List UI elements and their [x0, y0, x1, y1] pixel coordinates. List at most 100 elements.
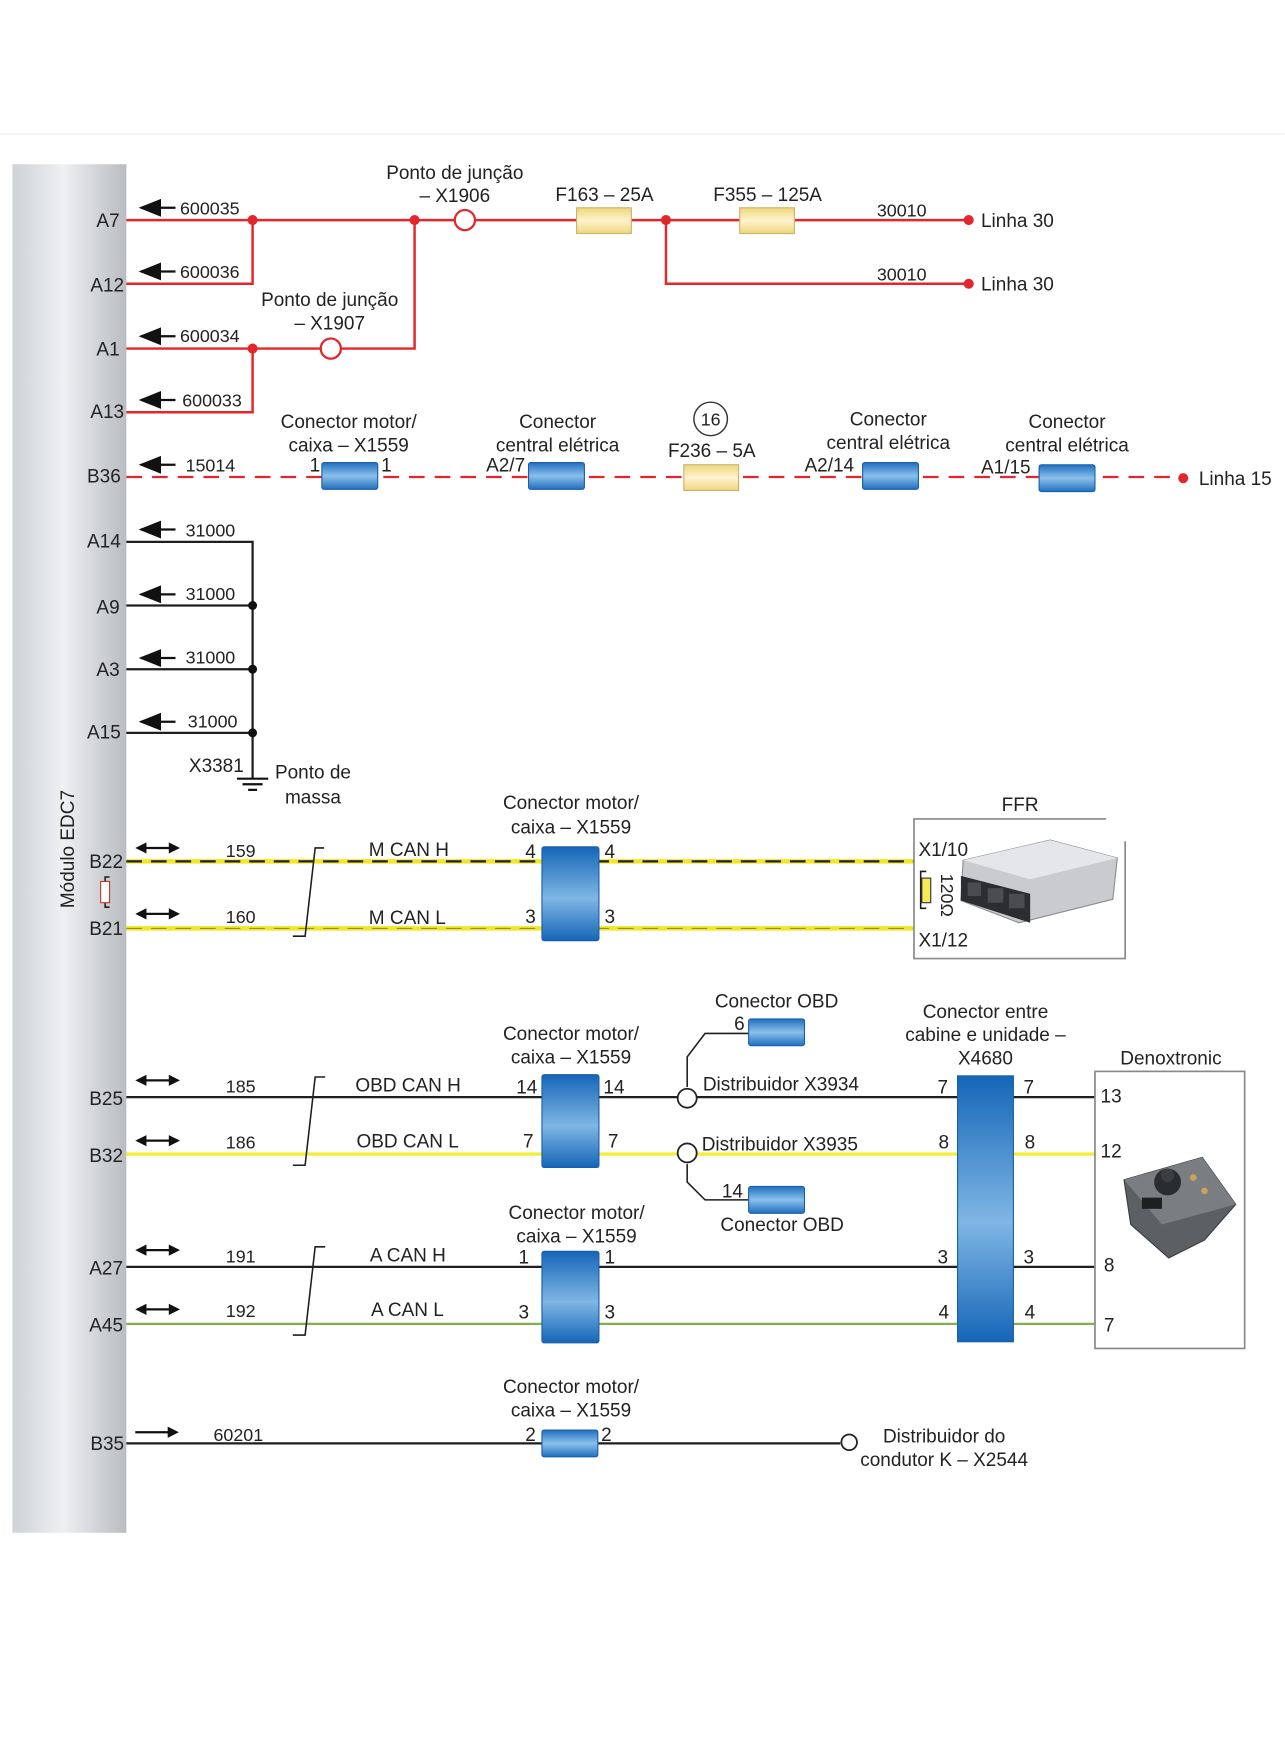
denoxtronic-box — [1094, 1070, 1246, 1350]
ground-point-label: massa — [285, 787, 341, 808]
wire-number: 30010 — [877, 201, 927, 221]
connector-label: Conector — [519, 412, 596, 433]
pin-number: 3 — [605, 1302, 616, 1323]
fuse-f355-icon — [739, 207, 795, 235]
signal-label: A CAN L — [371, 1300, 444, 1321]
pin-number: 3 — [525, 907, 536, 928]
distributor-label: Distribuidor X3934 — [703, 1074, 859, 1095]
denox-pin: 7 — [1104, 1316, 1115, 1337]
bidirectional-arrow-icon — [135, 1074, 180, 1147]
connector-label: caixa – X1559 — [289, 435, 409, 456]
line-15-label: Linha 15 — [1199, 469, 1272, 490]
twisted-pair-icon — [292, 1076, 326, 1167]
connector-label: central elétrica — [496, 435, 620, 456]
junction-x1907-label: Ponto de junção — [261, 290, 398, 311]
wire-number: 186 — [226, 1132, 256, 1152]
junction-x1907-icon — [319, 337, 342, 360]
splice-dot — [247, 343, 258, 354]
terminal-dot — [963, 278, 974, 289]
pin-number: 1 — [381, 455, 392, 476]
junction-x1906-id: – X1906 — [419, 186, 490, 207]
connector-label: cabine e unidade – — [905, 1025, 1066, 1046]
bidirectional-arrow-icon — [135, 1244, 180, 1315]
termination-resistor-icon — [100, 876, 111, 908]
wire-number: 600033 — [182, 391, 242, 411]
pin-number: 14 — [516, 1078, 537, 1099]
connector-label: Conector — [850, 410, 927, 431]
pin-label: B32 — [89, 1146, 123, 1167]
pin-number: 3 — [937, 1248, 948, 1269]
signal-label: OBD CAN H — [355, 1076, 460, 1097]
obd-connector-icon — [748, 1018, 806, 1047]
terminal-dot — [1178, 473, 1189, 484]
pin-label: A45 — [89, 1316, 123, 1337]
pin-number: 2 — [525, 1425, 536, 1446]
pin-number: A1/15 — [981, 458, 1031, 479]
direction-arrow-icon — [138, 198, 176, 409]
wire-number: 30010 — [877, 264, 927, 284]
denoxtronic-unit: Denoxtronic 13 12 8 7 — [1094, 1049, 1246, 1350]
pin-label: B22 — [89, 852, 123, 873]
resistor-value: 120Ω — [937, 874, 957, 917]
wire-number: 60201 — [213, 1425, 263, 1445]
fuse-f236-label: F236 – 5A — [668, 441, 756, 462]
pin-number: 4 — [605, 842, 616, 863]
wire-number: 191 — [226, 1246, 256, 1266]
wire-number: 600035 — [180, 199, 240, 219]
junction-x1907-id: – X1907 — [294, 314, 365, 335]
connector-x1559-icon — [541, 1074, 600, 1169]
distributor-label: Distribuidor X3935 — [702, 1135, 858, 1156]
pin-number: 3 — [518, 1302, 529, 1323]
line-30-label: Linha 30 — [981, 211, 1054, 232]
fuse-f163-icon — [576, 207, 632, 235]
pin-number: 1 — [518, 1248, 529, 1269]
ground-point-id: X3381 — [189, 756, 244, 777]
connector-label: caixa – X1559 — [511, 1048, 631, 1069]
ffr-pin: X1/10 — [918, 840, 968, 861]
wire-number: 600034 — [180, 326, 240, 346]
pin-label: A7 — [96, 211, 119, 232]
wire-number: 192 — [226, 1301, 256, 1321]
wire-number: 160 — [226, 907, 256, 927]
connector-label: Conector entre — [923, 1002, 1049, 1023]
ground-point-label: Ponto de — [275, 763, 351, 784]
pin-number: A2/14 — [804, 455, 854, 476]
pin-label: A15 — [87, 722, 121, 743]
junction-x1906-label: Ponto de junção — [386, 163, 523, 184]
obd-can-section: B25 B32 185 186 OBD CAN H OBD CAN L Cone… — [89, 992, 1095, 1236]
ground-section: A14 A9 A3 A15 31000 31000 31000 31000 X3… — [87, 520, 351, 808]
ffr-pin: X1/12 — [918, 930, 968, 951]
connector-x1559-icon — [541, 846, 600, 942]
terminal-dot — [963, 215, 974, 226]
k-line-section: B35 60201 Conector motor/ caixa – X1559 … — [90, 1377, 1028, 1471]
wire-number: 31000 — [186, 584, 236, 604]
wire-number: 185 — [226, 1077, 256, 1097]
denoxtronic-label: Denoxtronic — [1120, 1049, 1221, 1070]
pin-number: 14 — [603, 1078, 624, 1099]
pin-number: 4 — [939, 1302, 950, 1323]
pin-number: 1 — [605, 1248, 616, 1269]
connector-central-icon — [527, 461, 585, 490]
ffr-resistor-icon — [919, 870, 932, 910]
connector-x1559-icon — [541, 1250, 600, 1344]
pin-label: A12 — [90, 276, 124, 297]
wire-number: 600036 — [180, 262, 240, 282]
connector-label: central elétrica — [827, 433, 951, 454]
connector-label: caixa – X1559 — [511, 817, 631, 838]
obd-connector-label: Conector OBD — [715, 992, 838, 1013]
connector-label: caixa – X1559 — [511, 1401, 631, 1422]
connector-x1559-icon — [541, 1429, 599, 1458]
wire-number: 159 — [226, 841, 256, 861]
pin-label: B21 — [89, 919, 123, 940]
pin-label: A9 — [96, 597, 119, 618]
pin-label: A14 — [87, 531, 121, 552]
connector-central-icon — [1038, 464, 1096, 493]
fuse-position-badge — [693, 401, 729, 437]
power-section: A7 A12 A1 A13 600035 600036 600034 60003… — [90, 163, 1054, 423]
fuse-f163-label: F163 – 25A — [555, 185, 653, 206]
pin-number: 3 — [1023, 1248, 1034, 1269]
module-edc7-bar — [12, 164, 127, 1533]
cabin-connector-x4680: Conector entre cabine e unidade – X4680 … — [905, 1002, 1066, 1343]
pin-label: A1 — [96, 339, 119, 360]
